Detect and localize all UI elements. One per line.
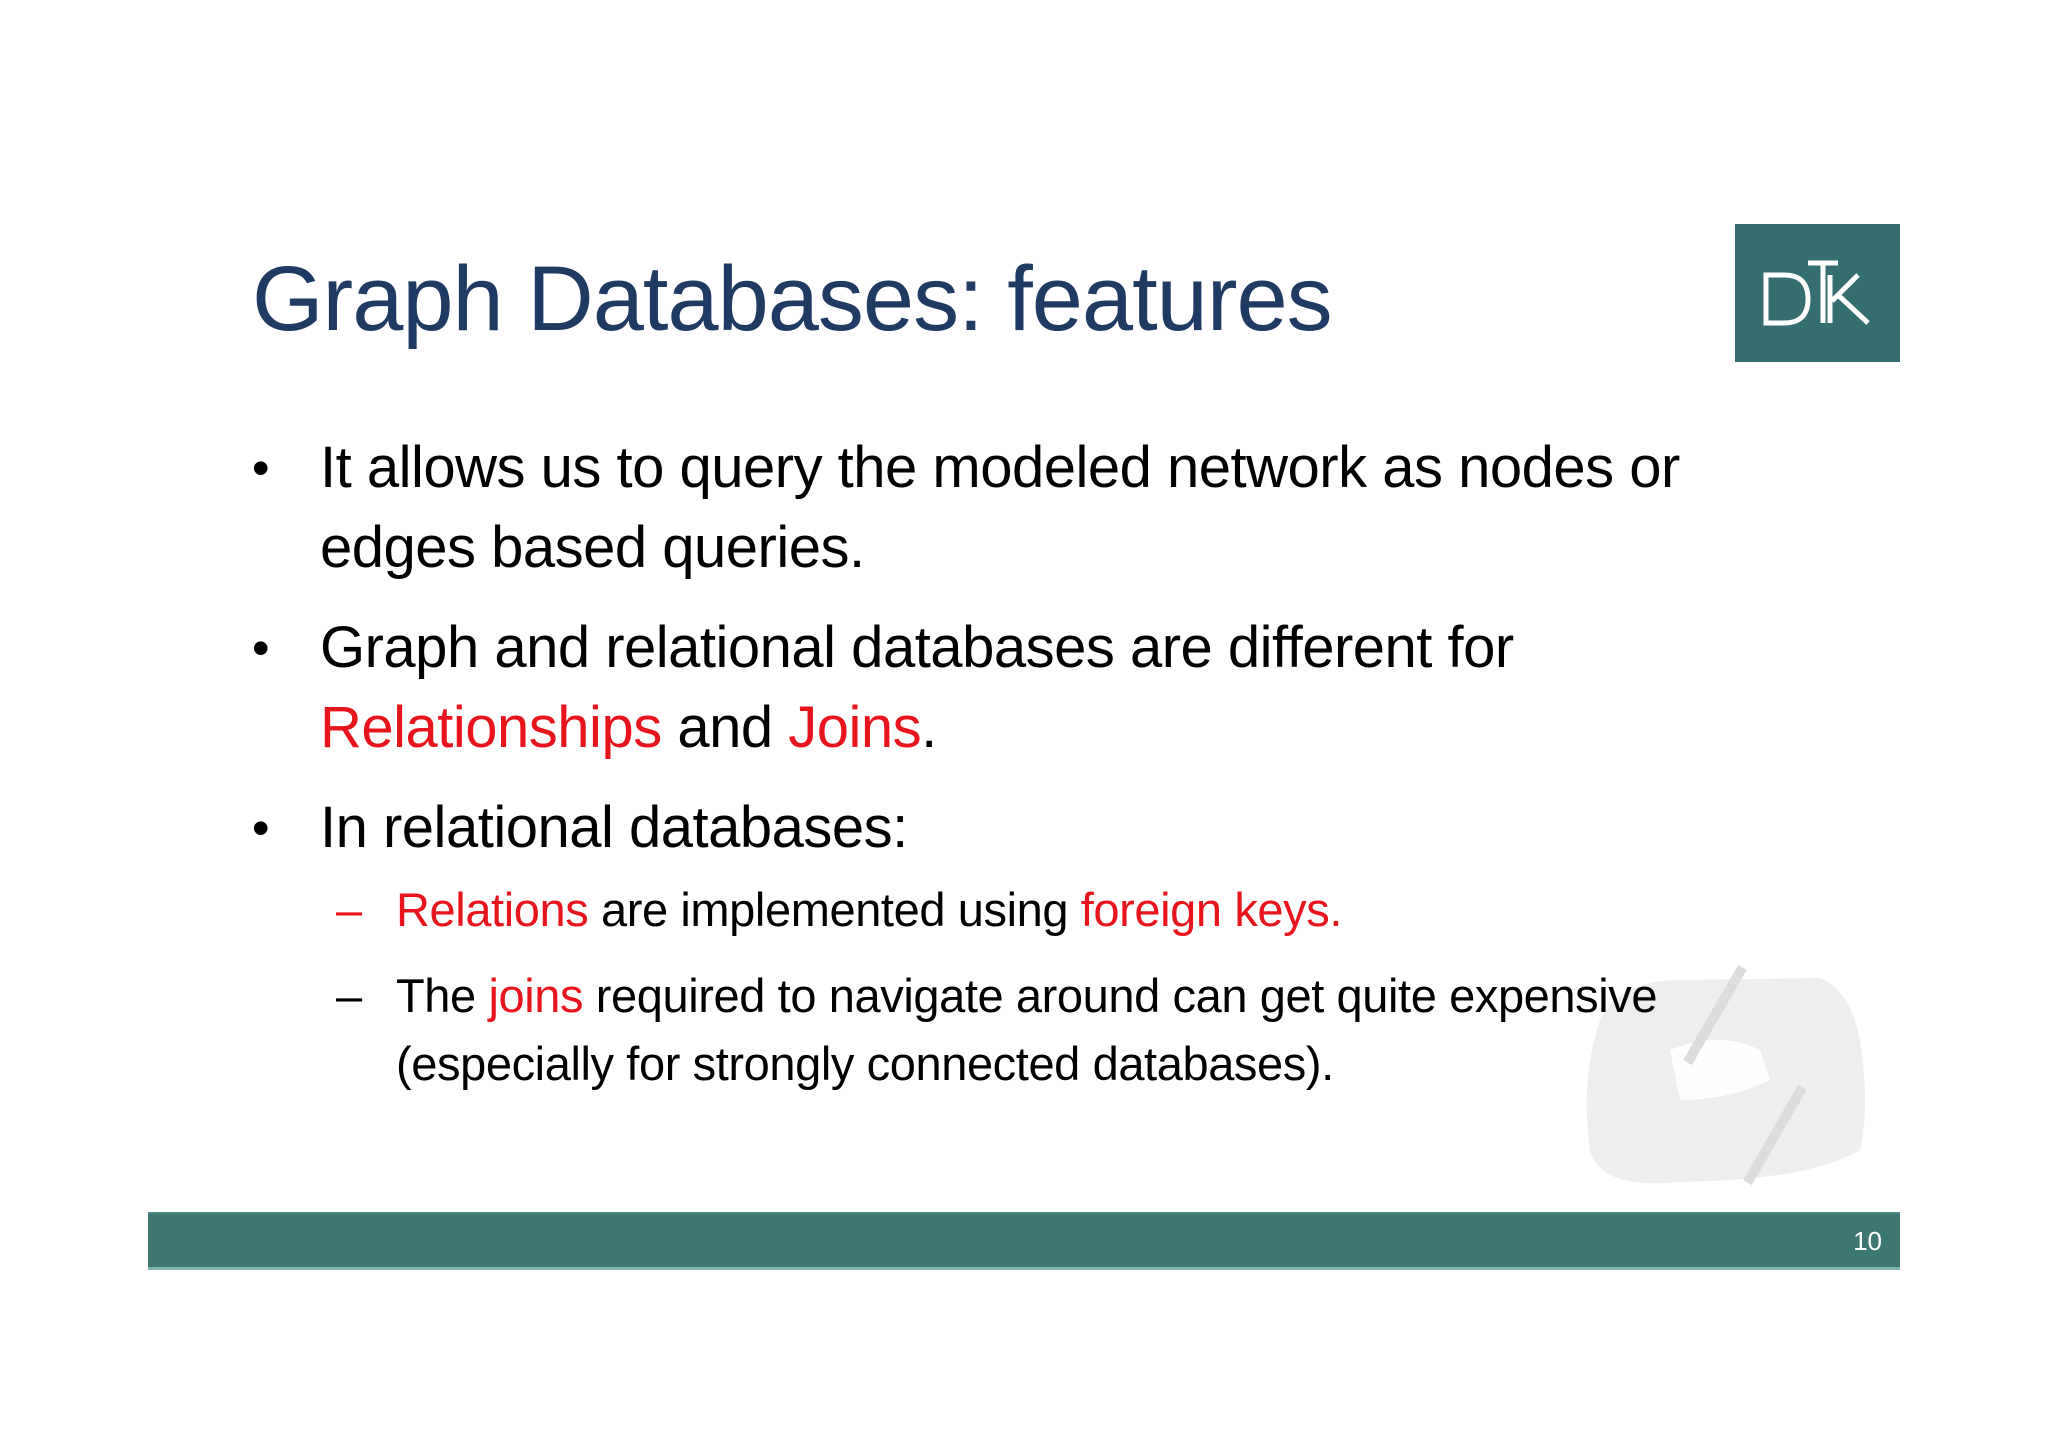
bullet-text: It allows us to query the modeled networ…	[320, 435, 1680, 580]
slide-title: Graph Databases: features	[252, 248, 1333, 350]
bullet-text: .	[921, 695, 937, 760]
bullet-item-3: • In relational databases:	[252, 788, 1812, 868]
bullet-marker: •	[252, 440, 270, 496]
bullet-marker: •	[252, 800, 270, 856]
bullet-text: and	[661, 695, 789, 760]
page-number: 10	[1853, 1226, 1882, 1256]
dtk-logo-icon	[1763, 260, 1870, 326]
dash-marker: –	[336, 969, 362, 1022]
sub-bullet-text: The	[396, 969, 489, 1022]
highlight-joins: Joins	[788, 695, 922, 760]
bullet-item-1: • It allows us to query the modeled netw…	[252, 428, 1812, 588]
watermark-graphic	[1586, 964, 1865, 1186]
dtk-logo	[1735, 224, 1900, 362]
highlight-foreign-keys: foreign keys.	[1080, 883, 1343, 936]
dash-marker: –	[336, 883, 362, 936]
footer-bar: 10	[148, 1212, 1900, 1270]
sub-bullet-text: are implemented using	[588, 883, 1081, 936]
bullet-list: • It allows us to query the modeled netw…	[252, 428, 1812, 1116]
highlight-relations: Relations	[396, 883, 589, 936]
highlight-joins-lower: joins	[488, 969, 584, 1022]
sub-bullet-text: required to navigate around can get quit…	[396, 969, 1658, 1090]
bullet-text: In relational databases:	[320, 795, 908, 860]
sub-bullet-item-1: – Relations are implemented using foreig…	[252, 876, 1812, 944]
bullet-text: Graph and relational databases are diffe…	[320, 615, 1514, 680]
bullet-item-2: • Graph and relational databases are dif…	[252, 608, 1812, 768]
bullet-marker: •	[252, 620, 270, 676]
sub-bullet-item-2: – The joins required to navigate around …	[252, 962, 1736, 1098]
highlight-relationships: Relationships	[320, 695, 662, 760]
